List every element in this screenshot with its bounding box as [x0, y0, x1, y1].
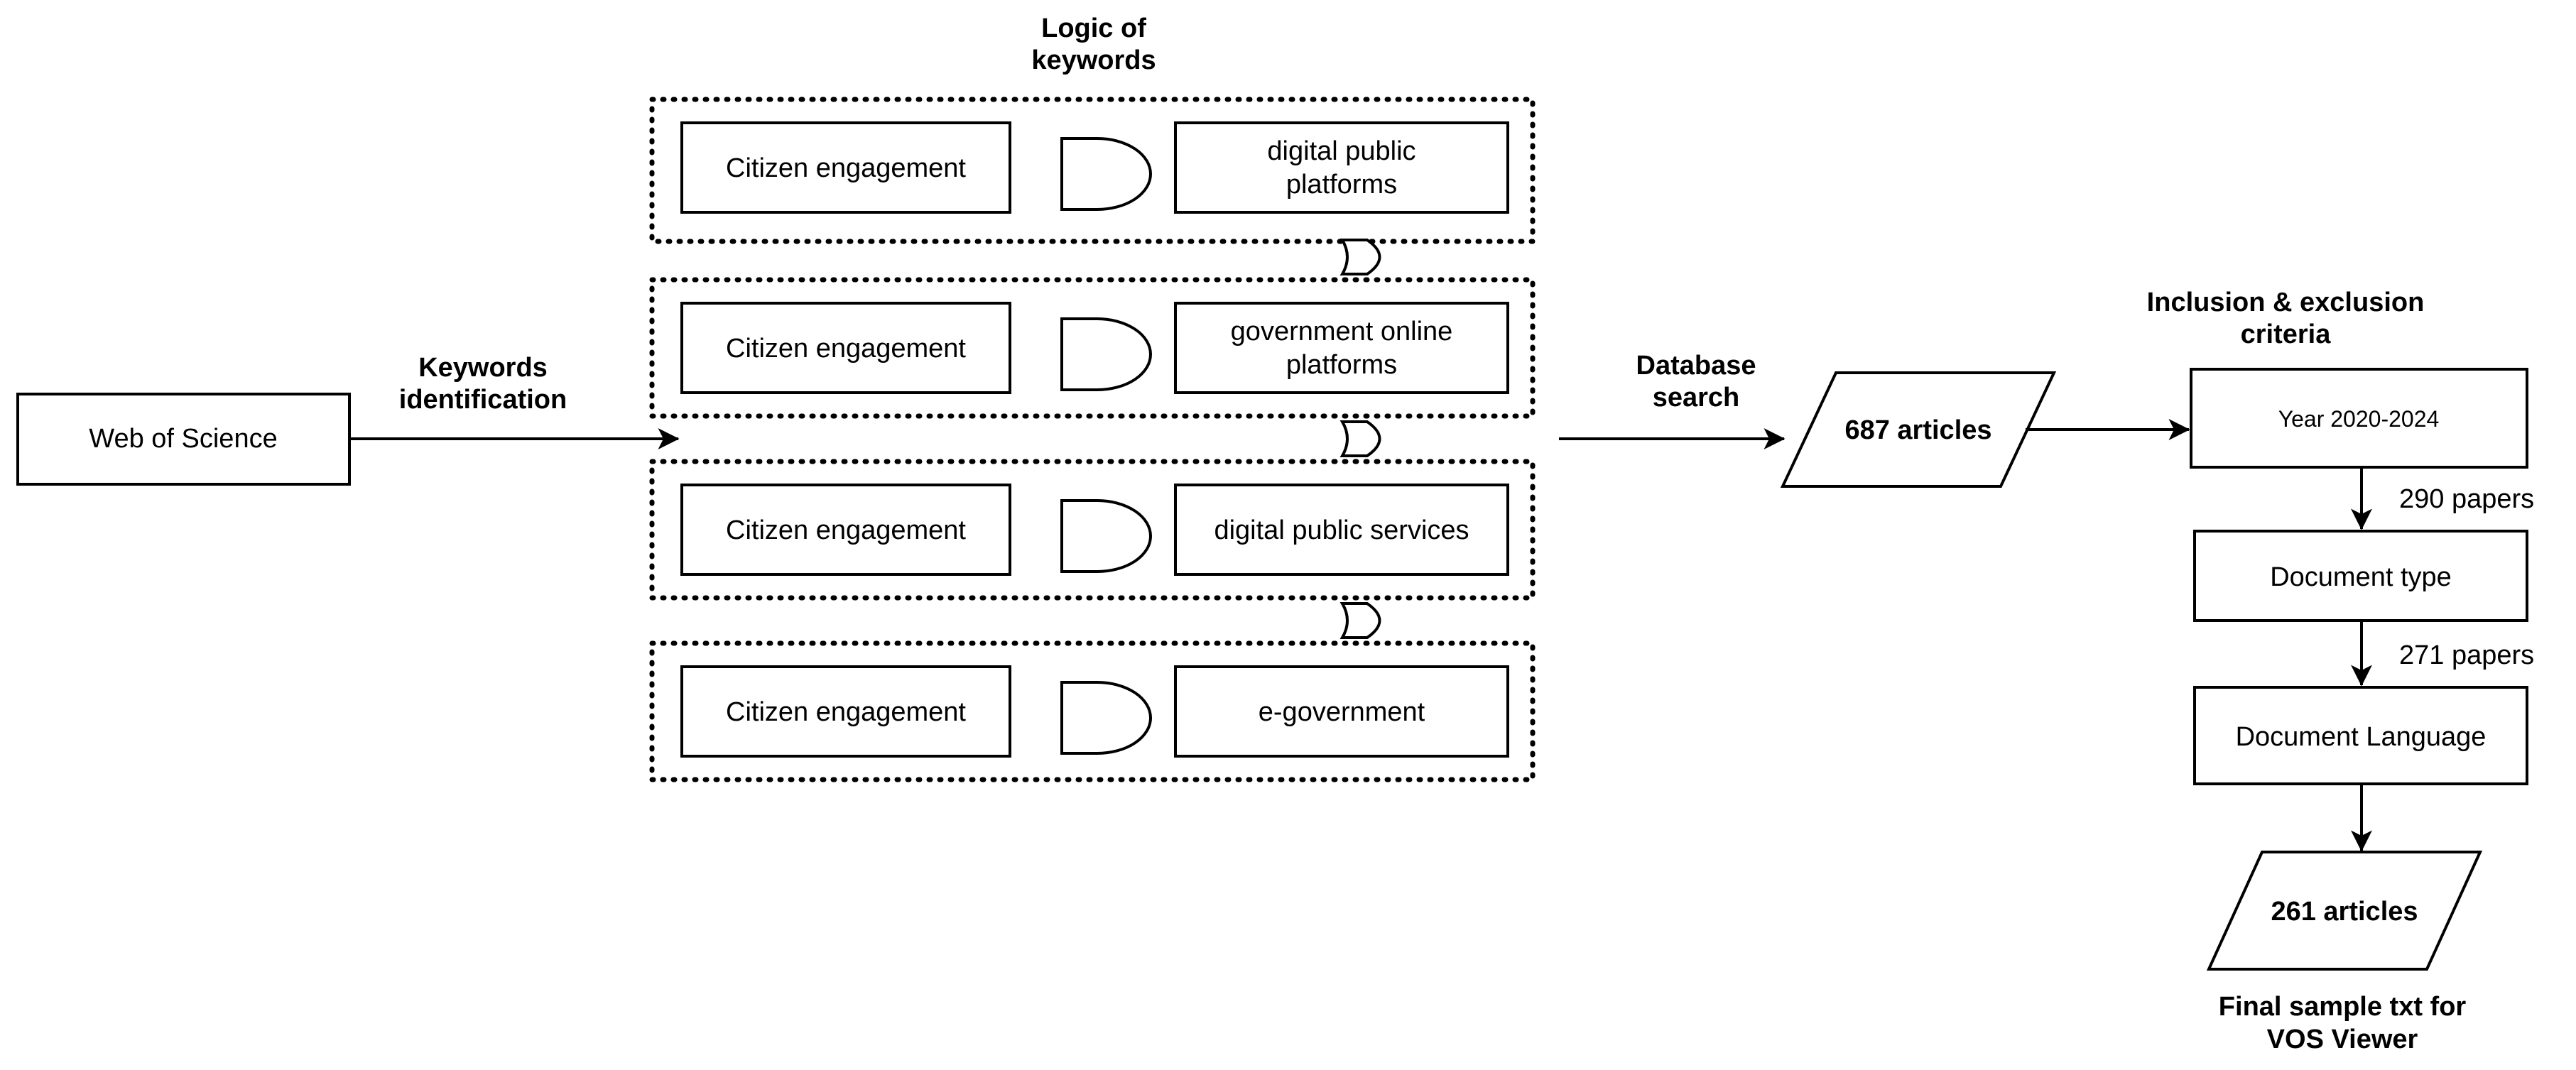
- keywords-identification-label: Keywords identification: [399, 353, 567, 415]
- or-gate-icon: [1339, 420, 1381, 457]
- criteria-title: Inclusion & exclusion criteria: [2147, 288, 2425, 349]
- svg-text:Database: Database: [1636, 351, 1756, 381]
- svg-text:keywords: keywords: [1031, 45, 1156, 75]
- citizen-engagement-term: Citizen engagement: [726, 153, 966, 183]
- filter-year-label: Year 2020-2024: [2278, 406, 2440, 432]
- svg-text:Keywords: Keywords: [418, 353, 548, 383]
- svg-text:Inclusion & exclusion: Inclusion & exclusion: [2147, 288, 2425, 317]
- final-articles-node: 261 articles: [2206, 851, 2483, 971]
- and-gate-icon: [1060, 137, 1152, 211]
- keyword-group-4: Citizen engagement e-government: [649, 640, 1536, 782]
- database-search-label: Database search: [1636, 351, 1756, 413]
- and-gate-icon: [1060, 317, 1152, 391]
- and-gate-icon: [1060, 499, 1152, 573]
- papers-after-year: 290 papers: [2399, 484, 2534, 514]
- papers-after-document-type: 271 papers: [2399, 640, 2534, 670]
- final-caption: Final sample txt for VOS Viewer: [2219, 992, 2467, 1054]
- final-articles-count: 261 articles: [2271, 897, 2418, 927]
- svg-text:Logic of: Logic of: [1041, 13, 1146, 43]
- or-gate-icon: [1339, 239, 1381, 275]
- articles-found-node: 687 articles: [1780, 371, 2057, 488]
- filter-document-type-node: Document type: [2193, 530, 2528, 622]
- articles-found-count: 687 articles: [1844, 415, 1991, 445]
- keyword-term: digital public: [1267, 136, 1415, 166]
- keyword-group-3: Citizen engagement digital public servic…: [649, 459, 1536, 601]
- web-of-science-node: Web of Science: [16, 393, 351, 486]
- svg-text:criteria: criteria: [2241, 320, 2332, 349]
- keyword-term: digital public services: [1214, 515, 1469, 545]
- keyword-group-2: Citizen engagement government online pla…: [649, 277, 1536, 419]
- svg-text:identification: identification: [399, 385, 567, 415]
- and-gate-icon: [1060, 681, 1152, 755]
- web-of-science-label: Web of Science: [89, 424, 277, 454]
- logic-title: Logic of keywords: [1031, 13, 1156, 75]
- or-gate-icon: [1339, 602, 1381, 639]
- filter-document-type-label: Document type: [2270, 562, 2452, 592]
- citizen-engagement-term: Citizen engagement: [726, 334, 966, 364]
- svg-text:Final sample txt for: Final sample txt for: [2219, 992, 2467, 1022]
- keyword-group-1: Citizen engagement digital public platfo…: [649, 97, 1536, 244]
- citizen-engagement-term: Citizen engagement: [726, 515, 966, 545]
- filter-document-language-node: Document Language: [2193, 686, 2528, 785]
- svg-text:platforms: platforms: [1286, 170, 1397, 200]
- citizen-engagement-term: Citizen engagement: [726, 697, 966, 727]
- keyword-term: e-government: [1259, 697, 1425, 727]
- svg-text:search: search: [1653, 383, 1740, 413]
- filter-year-node: Year 2020-2024: [2190, 368, 2528, 469]
- svg-text:platforms: platforms: [1286, 350, 1397, 380]
- filter-document-language-label: Document Language: [2236, 722, 2487, 752]
- svg-text:VOS Viewer: VOS Viewer: [2267, 1025, 2418, 1054]
- keyword-term: government online: [1231, 317, 1453, 346]
